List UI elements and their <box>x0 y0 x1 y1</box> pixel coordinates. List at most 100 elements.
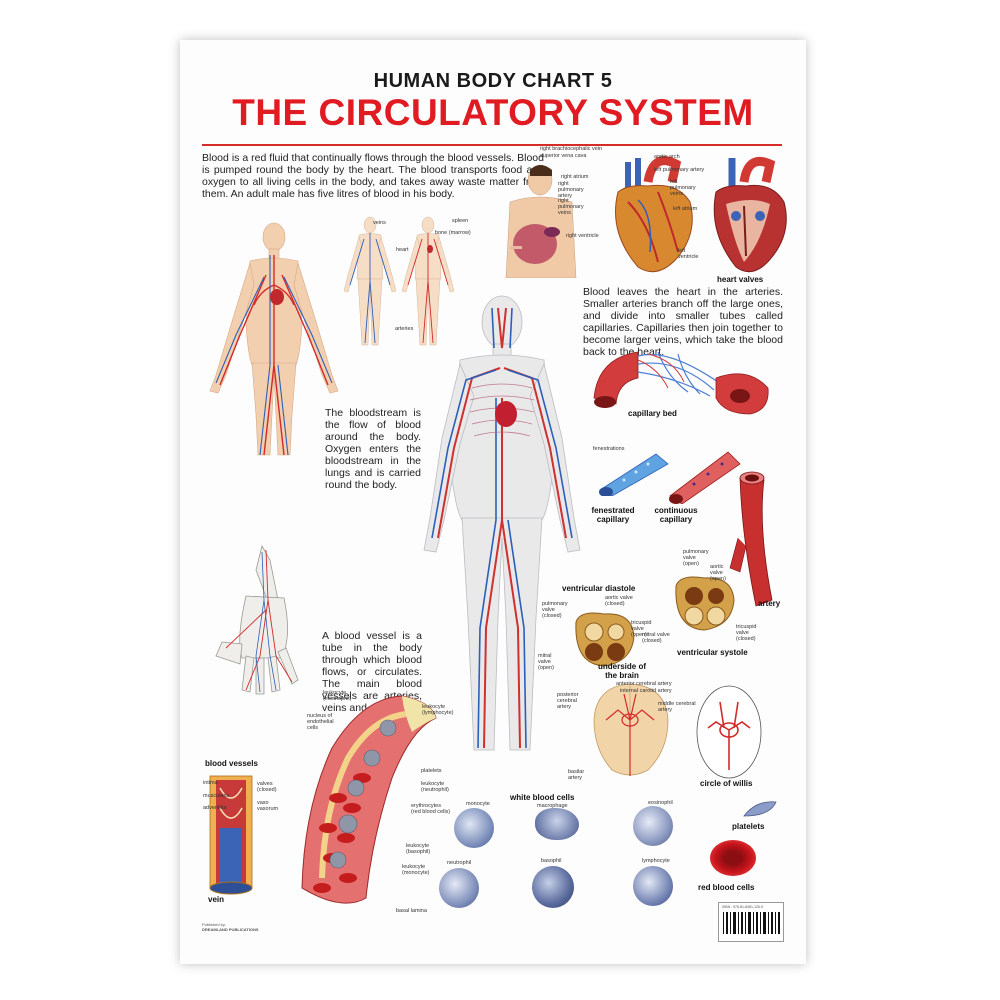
torso-spleen-figure <box>505 164 577 278</box>
caption-white-blood-cells: white blood cells <box>510 793 575 802</box>
label-right-ventricle: right ventricle <box>566 233 599 239</box>
isbn-text: ISBN : 978-81-8451-126-9 <box>722 905 764 909</box>
label-nucleus-endothelial: nucleus of endothelial cells <box>307 713 334 731</box>
lymphocyte-cell <box>633 866 673 906</box>
eosinophil-cell <box>633 806 673 846</box>
label-tricuspid-valve-open: tricuspid valve (open) <box>631 620 652 638</box>
basophil-cell <box>532 866 574 908</box>
label-lymphocyte: lymphocyte <box>642 858 670 864</box>
macrophage-cell <box>535 808 579 840</box>
caption-capillary-bed: capillary bed <box>628 409 677 418</box>
label-left-pulmonary-veins: left pulmonary veins <box>670 179 696 197</box>
caption-underside-of-brain: underside of the brain <box>597 662 646 680</box>
label-leukocyte-neutrophil: leukocyte (neutrophil) <box>421 781 449 793</box>
label-leukocyte-monocyte: leukocyte (monocyte) <box>402 864 430 876</box>
caption-continuous-capillary: continuous capillary <box>654 506 698 524</box>
neutrophil-cell <box>439 868 479 908</box>
publisher-name: DREAMLAND PUBLICATIONS <box>202 927 259 932</box>
label-intima: intima <box>203 780 218 786</box>
label-veins: veins <box>373 220 386 226</box>
continuous-capillary-figure <box>669 451 741 504</box>
label-right-pulmonary-veins: right pulmonary veins <box>558 198 584 216</box>
label-platelets-vessel: platelets <box>421 768 442 774</box>
label-neutrophil: neutrophil <box>447 860 472 866</box>
label-pulmonary-valve-open: pulmonary valve (open) <box>683 549 709 567</box>
label-erythrocytes: erythrocytes (red blood cells) <box>411 803 451 815</box>
label-muscularis: muscularis <box>203 793 230 799</box>
label-bone-marrow: bone (marrow) <box>435 230 471 236</box>
circle-of-willis-figure <box>696 685 762 779</box>
caption-red-blood-cells: red blood cells <box>698 883 755 892</box>
label-heart: heart <box>396 247 409 253</box>
heart-interior-figure <box>713 156 787 273</box>
label-vaso-vasorum: vaso vasorum <box>257 800 279 812</box>
blood-vessel-cutaway-figure <box>301 695 437 904</box>
caption-vein: vein <box>208 895 225 904</box>
label-left-atrium: left atrium <box>673 206 698 212</box>
caption-ventricular-systole: ventricular systole <box>677 648 748 657</box>
caption-ventricular-diastole: ventricular diastole <box>562 584 636 593</box>
arteries-body-figure <box>401 216 455 346</box>
heart-exterior-figure <box>615 156 693 273</box>
red-blood-cell <box>710 840 756 876</box>
label-internal-carotid-artery: internal carotid artery <box>620 688 672 694</box>
label-right-pulmonary-artery: right pulmonary artery <box>558 181 584 199</box>
poster: HUMAN BODY CHART 5 THE CIRCULATORY SYSTE… <box>180 40 806 964</box>
caption-circle-of-willis: circle of willis <box>700 779 753 788</box>
veins-body-figure <box>343 216 397 346</box>
label-middle-cerebral-artery: middle cerebral artery <box>658 701 696 713</box>
label-basal-lamina: basal lamina <box>396 908 427 914</box>
caption-blood-vessels: blood vessels <box>205 759 258 768</box>
fenestrated-capillary-figure <box>599 453 669 496</box>
label-left-ventricle: left ventricle <box>678 248 699 260</box>
hand-figure <box>215 544 299 695</box>
caption-heart-valves: heart valves <box>717 275 764 284</box>
artery-figure <box>729 471 773 607</box>
label-anterior-cerebral-artery: anterior cerebral artery <box>616 681 672 687</box>
label-basilar-artery: basilar artery <box>568 769 585 781</box>
label-spleen: spleen <box>452 218 469 224</box>
label-adventitia: adventitia <box>203 805 227 811</box>
label-tricuspid-valve-closed: tricuspid valve (closed) <box>736 624 757 642</box>
brain-underside-figure <box>593 683 669 776</box>
caption-fenestrated-capillary: fenestrated capillary <box>591 506 635 524</box>
monocyte-cell <box>454 808 494 848</box>
label-fenestrations: fenestrations <box>593 446 625 452</box>
label-posterior-cerebral-artery: posterior cerebral artery <box>557 692 579 710</box>
label-superior-vena-cava: superior vena cava <box>540 153 587 159</box>
label-aortic-valve-closed: aortic valve (closed) <box>605 595 633 607</box>
ventricular-diastole-figure <box>575 612 635 667</box>
label-aortic-arch: aortic arch <box>654 154 680 160</box>
label-eosinophil: eosinophil <box>648 800 673 806</box>
label-mitral-valve-open: mitral valve (open) <box>538 653 554 671</box>
bloodstream-paragraph: The bloodstream is the flow of blood aro… <box>325 407 421 491</box>
caption-platelets: platelets <box>732 822 765 831</box>
label-left-pulmonary-artery: left pulmonary artery <box>654 167 705 173</box>
label-monocyte: monocyte <box>466 801 490 807</box>
label-leukocyte-lymphocyte: leukocyte (lymphocyte) <box>422 704 454 716</box>
intro-paragraph: Blood is a red fluid that continually fl… <box>202 152 544 200</box>
central-body-figure <box>423 295 581 751</box>
label-right-brachiocephalic-vein: right brachiocephalic vein <box>540 146 603 152</box>
publisher-label: Published by: <box>202 922 227 927</box>
chart-subtitle: HUMAN BODY CHART 5 <box>373 70 613 92</box>
caption-artery: artery <box>758 599 781 608</box>
label-aortic-valve-open: aortic valve (open) <box>710 564 726 582</box>
ventricular-systole-figure <box>675 576 735 631</box>
label-valves-closed: valves (closed) <box>257 781 277 793</box>
label-basophil: basophil <box>541 858 562 864</box>
label-leukocyte-basophil: leukocyte (basophil) <box>406 843 431 855</box>
barcode: ISBN : 978-81-8451-126-9 <box>718 902 784 942</box>
chart-title: THE CIRCULATORY SYSTEM <box>232 92 754 133</box>
platelet-cell <box>743 801 777 817</box>
title-divider <box>202 144 782 146</box>
label-leukocyte-eosinophil: leukocyte (eosinophil) <box>323 690 352 702</box>
female-body-figure <box>209 222 339 456</box>
label-mitral-valve-closed: mitral valve (closed) <box>642 632 670 644</box>
vein-cutaway-figure <box>209 775 253 895</box>
label-macrophage: macrophage <box>537 803 568 809</box>
label-pulmonary-valve-closed: pulmonary valve (closed) <box>542 601 568 619</box>
capillary-bed-figure <box>593 351 769 415</box>
label-arteries: arteries <box>395 326 414 332</box>
vessel-paragraph: A blood vessel is a tube in the body thr… <box>322 630 422 714</box>
